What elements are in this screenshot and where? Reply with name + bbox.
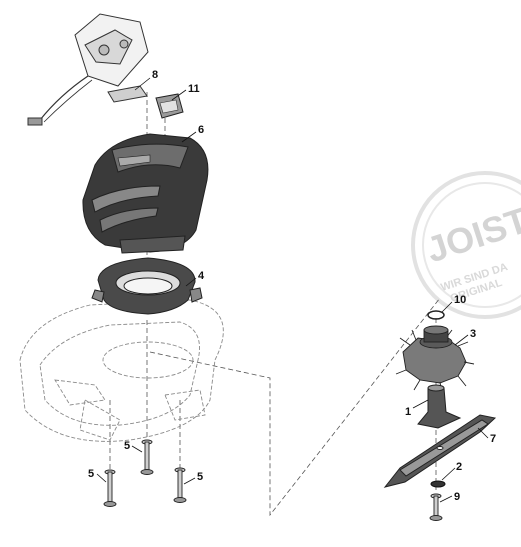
callout-5-right: 5	[197, 471, 203, 483]
part-2-washer	[430, 480, 446, 488]
callout-10: 10	[454, 294, 466, 306]
watermark-seal: JOIST WIR SIND DA ORIGINAL	[411, 171, 521, 319]
callout-9: 9	[454, 491, 460, 503]
part-9-bolt	[429, 493, 443, 521]
part-11-knob	[155, 93, 184, 119]
wiring-harness	[27, 13, 149, 126]
leader-lines	[96, 77, 489, 503]
mower-deck-outline	[19, 299, 224, 442]
watermark-brand: JOIST	[421, 199, 521, 270]
part-6-hood	[82, 133, 209, 254]
part-3-fan	[395, 325, 475, 395]
callout-1: 1	[405, 406, 411, 418]
bolt-c	[103, 469, 117, 507]
callout-5-left: 5	[88, 468, 94, 480]
callout-8: 8	[152, 69, 158, 81]
part-4-motor-mount	[91, 257, 203, 315]
part-10-ring	[427, 310, 445, 320]
part-1-adapter	[417, 384, 462, 429]
callout-5-middle: 5	[124, 440, 130, 452]
callout-11: 11	[188, 83, 200, 95]
part-8-cover	[107, 85, 148, 103]
bolt-a	[140, 439, 154, 475]
callout-7: 7	[490, 433, 496, 445]
callout-6: 6	[198, 124, 204, 136]
bolt-b	[173, 467, 187, 503]
callout-labels: 8 11 6 4 10 3 1 7 2 9 5 5 5	[88, 69, 496, 503]
part-5-bolts	[103, 439, 187, 507]
callout-3: 3	[470, 328, 476, 340]
callout-2: 2	[456, 461, 462, 473]
part-7-blade	[383, 414, 497, 488]
callout-4: 4	[198, 270, 205, 282]
